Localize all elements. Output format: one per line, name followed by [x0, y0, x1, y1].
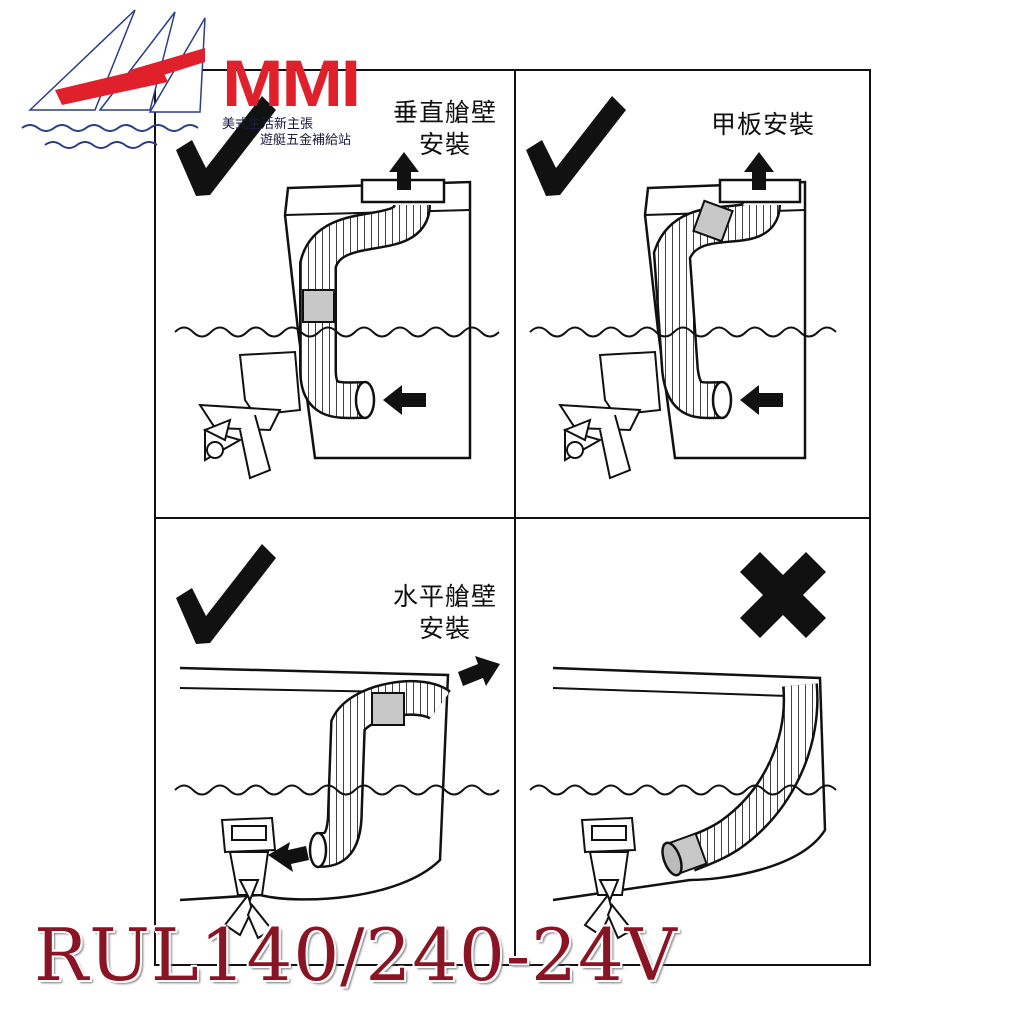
outboard-motor	[580, 816, 637, 940]
hose-inlet	[354, 380, 376, 420]
outboard-motor	[198, 350, 302, 480]
panel-grid	[154, 69, 871, 966]
panel-label: 水平艙壁	[392, 582, 497, 611]
panel-incorrect-install	[529, 552, 837, 940]
outflow-arrow-icon	[458, 656, 500, 686]
panel-horizontal-bulkhead	[174, 544, 500, 940]
panel-label: 垂直艙壁	[392, 98, 497, 127]
cross-icon	[740, 552, 826, 638]
outboard-motor	[220, 816, 277, 940]
model-number: RUL140/240-24V	[34, 913, 678, 997]
outboard-motor	[558, 350, 662, 480]
sailboat-logo-icon	[21, 9, 206, 149]
outflow-arrow-icon	[389, 152, 419, 190]
brand-tagline: 美式生活新主張	[222, 117, 314, 132]
inflow-arrow-icon	[383, 385, 426, 415]
brand-name: MMI	[222, 46, 361, 120]
checkmark-icon	[176, 544, 276, 644]
hose-inlet	[711, 380, 733, 420]
panel-label: 安裝	[418, 130, 471, 159]
panel-label: 甲板安裝	[710, 110, 815, 139]
panel-vertical-bulkhead	[174, 96, 500, 480]
inflow-arrow-icon	[268, 842, 309, 872]
panel-deck-mount	[526, 96, 837, 480]
hose-inlet	[308, 831, 328, 869]
brand-tagline: 遊艇五金補給站	[260, 133, 352, 148]
panel-label: 安裝	[418, 614, 471, 643]
waterline	[529, 784, 837, 796]
waterline	[174, 326, 500, 338]
hose-inlet	[661, 841, 683, 877]
waterline	[174, 784, 500, 796]
hose-sleeve	[692, 199, 734, 243]
checkmark-icon	[176, 96, 276, 196]
hose-sleeve	[371, 692, 405, 726]
outflow-arrow-icon	[744, 152, 774, 190]
hose-sleeve	[302, 289, 335, 323]
checkmark-icon	[526, 96, 626, 196]
inflow-arrow-icon	[740, 385, 783, 415]
waterline	[529, 326, 837, 338]
